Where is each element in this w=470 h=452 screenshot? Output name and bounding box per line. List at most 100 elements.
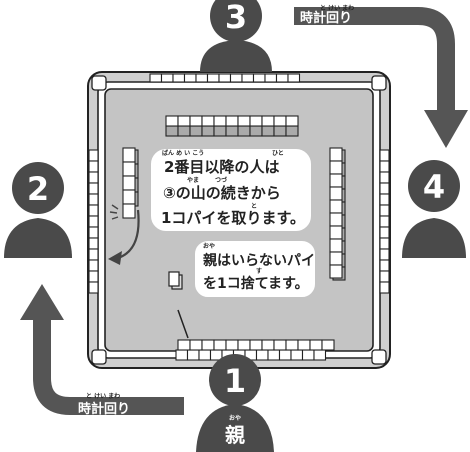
- hand-tile: [379, 149, 390, 162]
- ruby-ban-me-i-kou: ばん め い こう: [162, 149, 204, 157]
- hand-tile: [379, 270, 390, 283]
- wall-tile: [321, 339, 335, 351]
- callout-discard-rule: おや 親はいらないパイ す を1コ捨てます。: [195, 241, 315, 297]
- player-2-head: [12, 162, 64, 214]
- wall-tile: [122, 175, 136, 191]
- wall-tile: [249, 125, 263, 137]
- wall-tile: [309, 339, 323, 351]
- hand-tile: [88, 204, 99, 217]
- wall-tile: [329, 147, 343, 162]
- wall-tile: [329, 173, 343, 188]
- hand-tile: [88, 237, 99, 250]
- player-1: 1 おや 親: [196, 354, 274, 452]
- hand-tile: [252, 73, 266, 83]
- wall-tile: [225, 115, 239, 127]
- player-3: 3: [200, 0, 272, 72]
- hand-tile: [88, 160, 99, 173]
- hand-tile: [379, 171, 390, 184]
- hand-tile: [379, 215, 390, 228]
- discard-rule-line-1: 親はいらないパイ: [203, 252, 315, 269]
- wall-tile: [122, 189, 136, 205]
- wall-bracket-line: [177, 309, 189, 339]
- player-3-number: 3: [225, 0, 247, 36]
- hand-tile: [379, 237, 390, 250]
- wall-tile: [177, 339, 191, 351]
- player-1-label-ruby: おや: [229, 414, 241, 422]
- hand-tile: [88, 281, 99, 294]
- hand-tile: [198, 349, 212, 361]
- wall-tile: [177, 115, 191, 127]
- wall-top: [165, 115, 299, 137]
- wall-tile: [329, 199, 343, 214]
- hand-tile: [88, 215, 99, 228]
- player-3-head: [210, 0, 262, 42]
- draw-rule-line-2: ③の山の続きから: [163, 184, 281, 202]
- hand-tile: [88, 171, 99, 184]
- wall-tile: [285, 125, 299, 137]
- hand-tile: [206, 73, 220, 83]
- ruby-hito: ひと: [272, 150, 284, 157]
- wall-tile: [122, 161, 136, 177]
- hand-tile: [379, 182, 390, 195]
- ruby-yama: やま: [187, 176, 199, 184]
- hand-tile: [149, 73, 163, 83]
- hand-tile: [88, 259, 99, 272]
- hand-tile: [172, 73, 186, 83]
- hand-tile: [88, 248, 99, 261]
- wall-tile: [329, 186, 343, 201]
- wall-tile: [122, 203, 136, 219]
- wall-tile: [225, 125, 239, 137]
- wall-tile: [261, 115, 275, 127]
- wall-tile: [261, 125, 275, 137]
- direction-label-top: 時計回り: [300, 10, 352, 26]
- direction-ruby-bottom: と けい まわ: [86, 392, 120, 400]
- hand-tile: [175, 349, 189, 361]
- wall-tile: [237, 125, 251, 137]
- wall-tile: [177, 125, 191, 137]
- wall-tile: [165, 115, 179, 127]
- hand-tile: [313, 349, 327, 361]
- wall-tile: [329, 238, 343, 253]
- wall-tile: [329, 225, 343, 240]
- hand-tile: [264, 73, 278, 83]
- wall-tile: [261, 339, 275, 351]
- wall-right: [329, 147, 346, 281]
- hand-tile: [195, 73, 209, 83]
- wall-tile: [213, 339, 227, 351]
- discarded-tile-icon: [168, 271, 183, 290]
- hand-tile: [229, 73, 243, 83]
- wall-bottom: [177, 339, 335, 351]
- wall-tile: [225, 339, 239, 351]
- hand-tile: [183, 73, 197, 83]
- clockwise-arrow-bottom-left: と けい まわ 時計回り: [20, 284, 184, 417]
- player-4: 4: [402, 160, 466, 258]
- hand-tile: [379, 259, 390, 272]
- wall-left: [122, 147, 139, 219]
- hand-tile: [88, 149, 99, 162]
- player-4-head: [408, 160, 460, 212]
- wall-tile: [165, 125, 179, 137]
- wall-tile: [237, 339, 251, 351]
- hand-tile: [88, 193, 99, 206]
- ruby-su: す: [256, 267, 262, 275]
- wall-tile: [201, 125, 215, 137]
- wall-tile: [329, 212, 343, 227]
- wall-tile: [285, 339, 299, 351]
- hand-tile: [255, 349, 269, 361]
- curved-arrow-icon: [108, 204, 140, 265]
- wall-tile: [189, 125, 203, 137]
- hand-tile: [278, 349, 292, 361]
- wall-tile: [213, 125, 227, 137]
- wall-tile: [122, 147, 136, 163]
- hand-tile: [218, 73, 232, 83]
- wall-tile: [189, 115, 203, 127]
- wall-tile: [273, 125, 287, 137]
- hand-tile: [88, 270, 99, 283]
- player-2-number: 2: [27, 170, 49, 208]
- wall-tile: [201, 339, 215, 351]
- hand-tile: [290, 349, 304, 361]
- hand-tile: [379, 204, 390, 217]
- hand-tile: [241, 73, 255, 83]
- clockwise-arrow-top-right: と けい まわ 時計回り: [294, 4, 468, 148]
